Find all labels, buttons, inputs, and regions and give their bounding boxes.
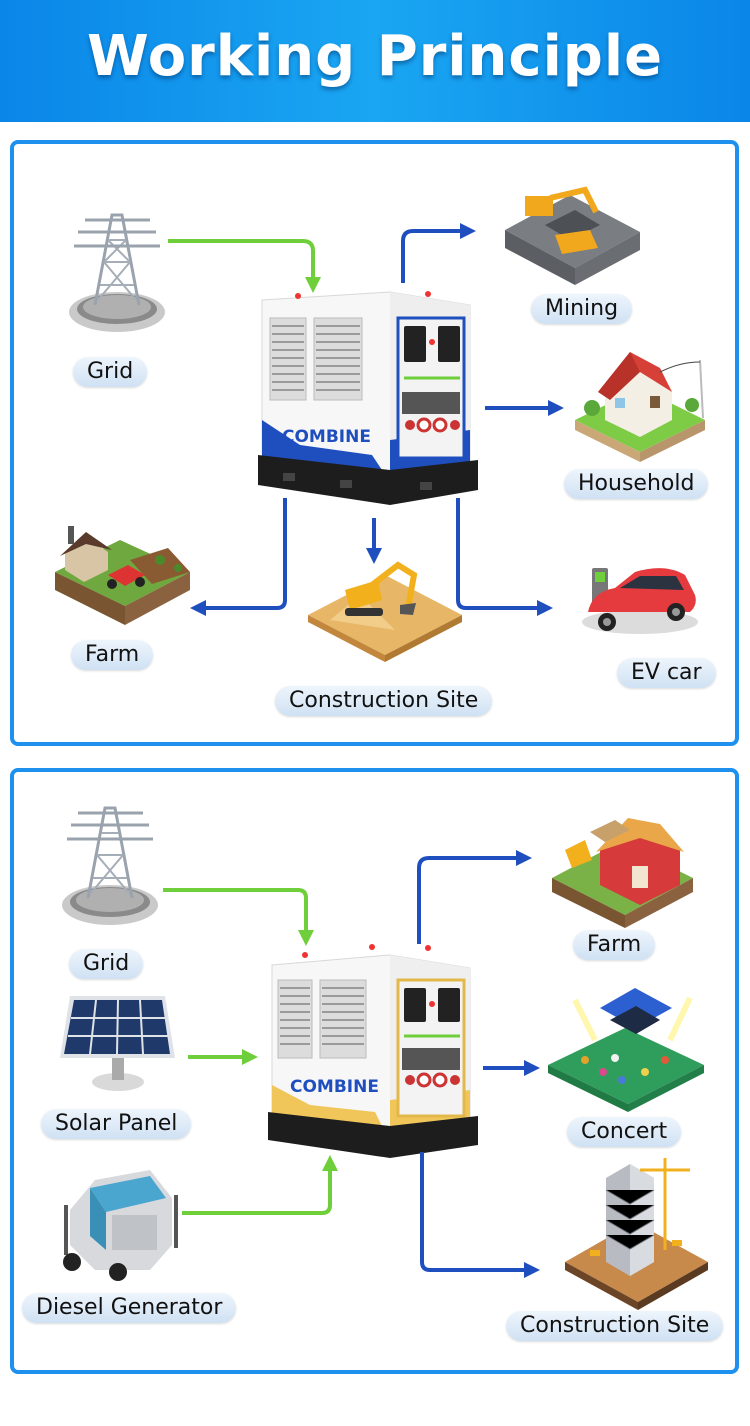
- output-arrow-ev: [456, 498, 553, 616]
- grid-tower-icon: [69, 213, 165, 332]
- label-household: Household: [564, 469, 709, 499]
- farm-icon: [55, 526, 190, 625]
- concert-icon: [548, 988, 704, 1112]
- diesel-generator-icon: [63, 1170, 178, 1281]
- label-ev-car: EV car: [617, 658, 716, 688]
- ev-car-icon: [582, 568, 698, 634]
- label-grid: Grid: [73, 357, 148, 387]
- output-arrow-mining: [401, 223, 476, 283]
- combine-machine-icon: COMBINE: [268, 944, 478, 1158]
- label-farm: Farm: [573, 930, 656, 960]
- output-arrow-farm: [190, 498, 287, 616]
- brand-logo: COMBINE: [282, 427, 371, 447]
- household-icon: [575, 352, 705, 462]
- input-arrow-diesel: [182, 1155, 338, 1215]
- grid-tower-icon: [62, 806, 158, 925]
- brand-logo: COMBINE: [290, 1077, 379, 1097]
- label-farm: Farm: [71, 640, 154, 670]
- output-arrow-farm: [417, 850, 532, 944]
- mining-icon: [505, 186, 640, 285]
- construction-site-icon: [565, 1158, 708, 1310]
- label-solar-panel: Solar Panel: [41, 1109, 192, 1139]
- page-title: Working Principle: [86, 24, 664, 89]
- solar-panel-icon: [60, 996, 175, 1091]
- construction-site-icon: [308, 561, 462, 662]
- label-construction-site: Construction Site: [506, 1311, 724, 1341]
- label-construction-site: Construction Site: [275, 686, 493, 716]
- label-diesel-generator: Diesel Generator: [22, 1293, 237, 1323]
- label-grid: Grid: [69, 949, 144, 979]
- output-arrow-construction: [420, 1152, 540, 1278]
- label-concert: Concert: [567, 1117, 682, 1147]
- combine-machine-icon: COMBINE: [258, 291, 478, 505]
- input-arrow-grid: [163, 888, 314, 946]
- input-arrow-grid: [168, 239, 321, 293]
- farm-icon: [552, 818, 693, 928]
- label-mining: Mining: [531, 294, 633, 324]
- header-banner: Working Principle: [0, 0, 750, 122]
